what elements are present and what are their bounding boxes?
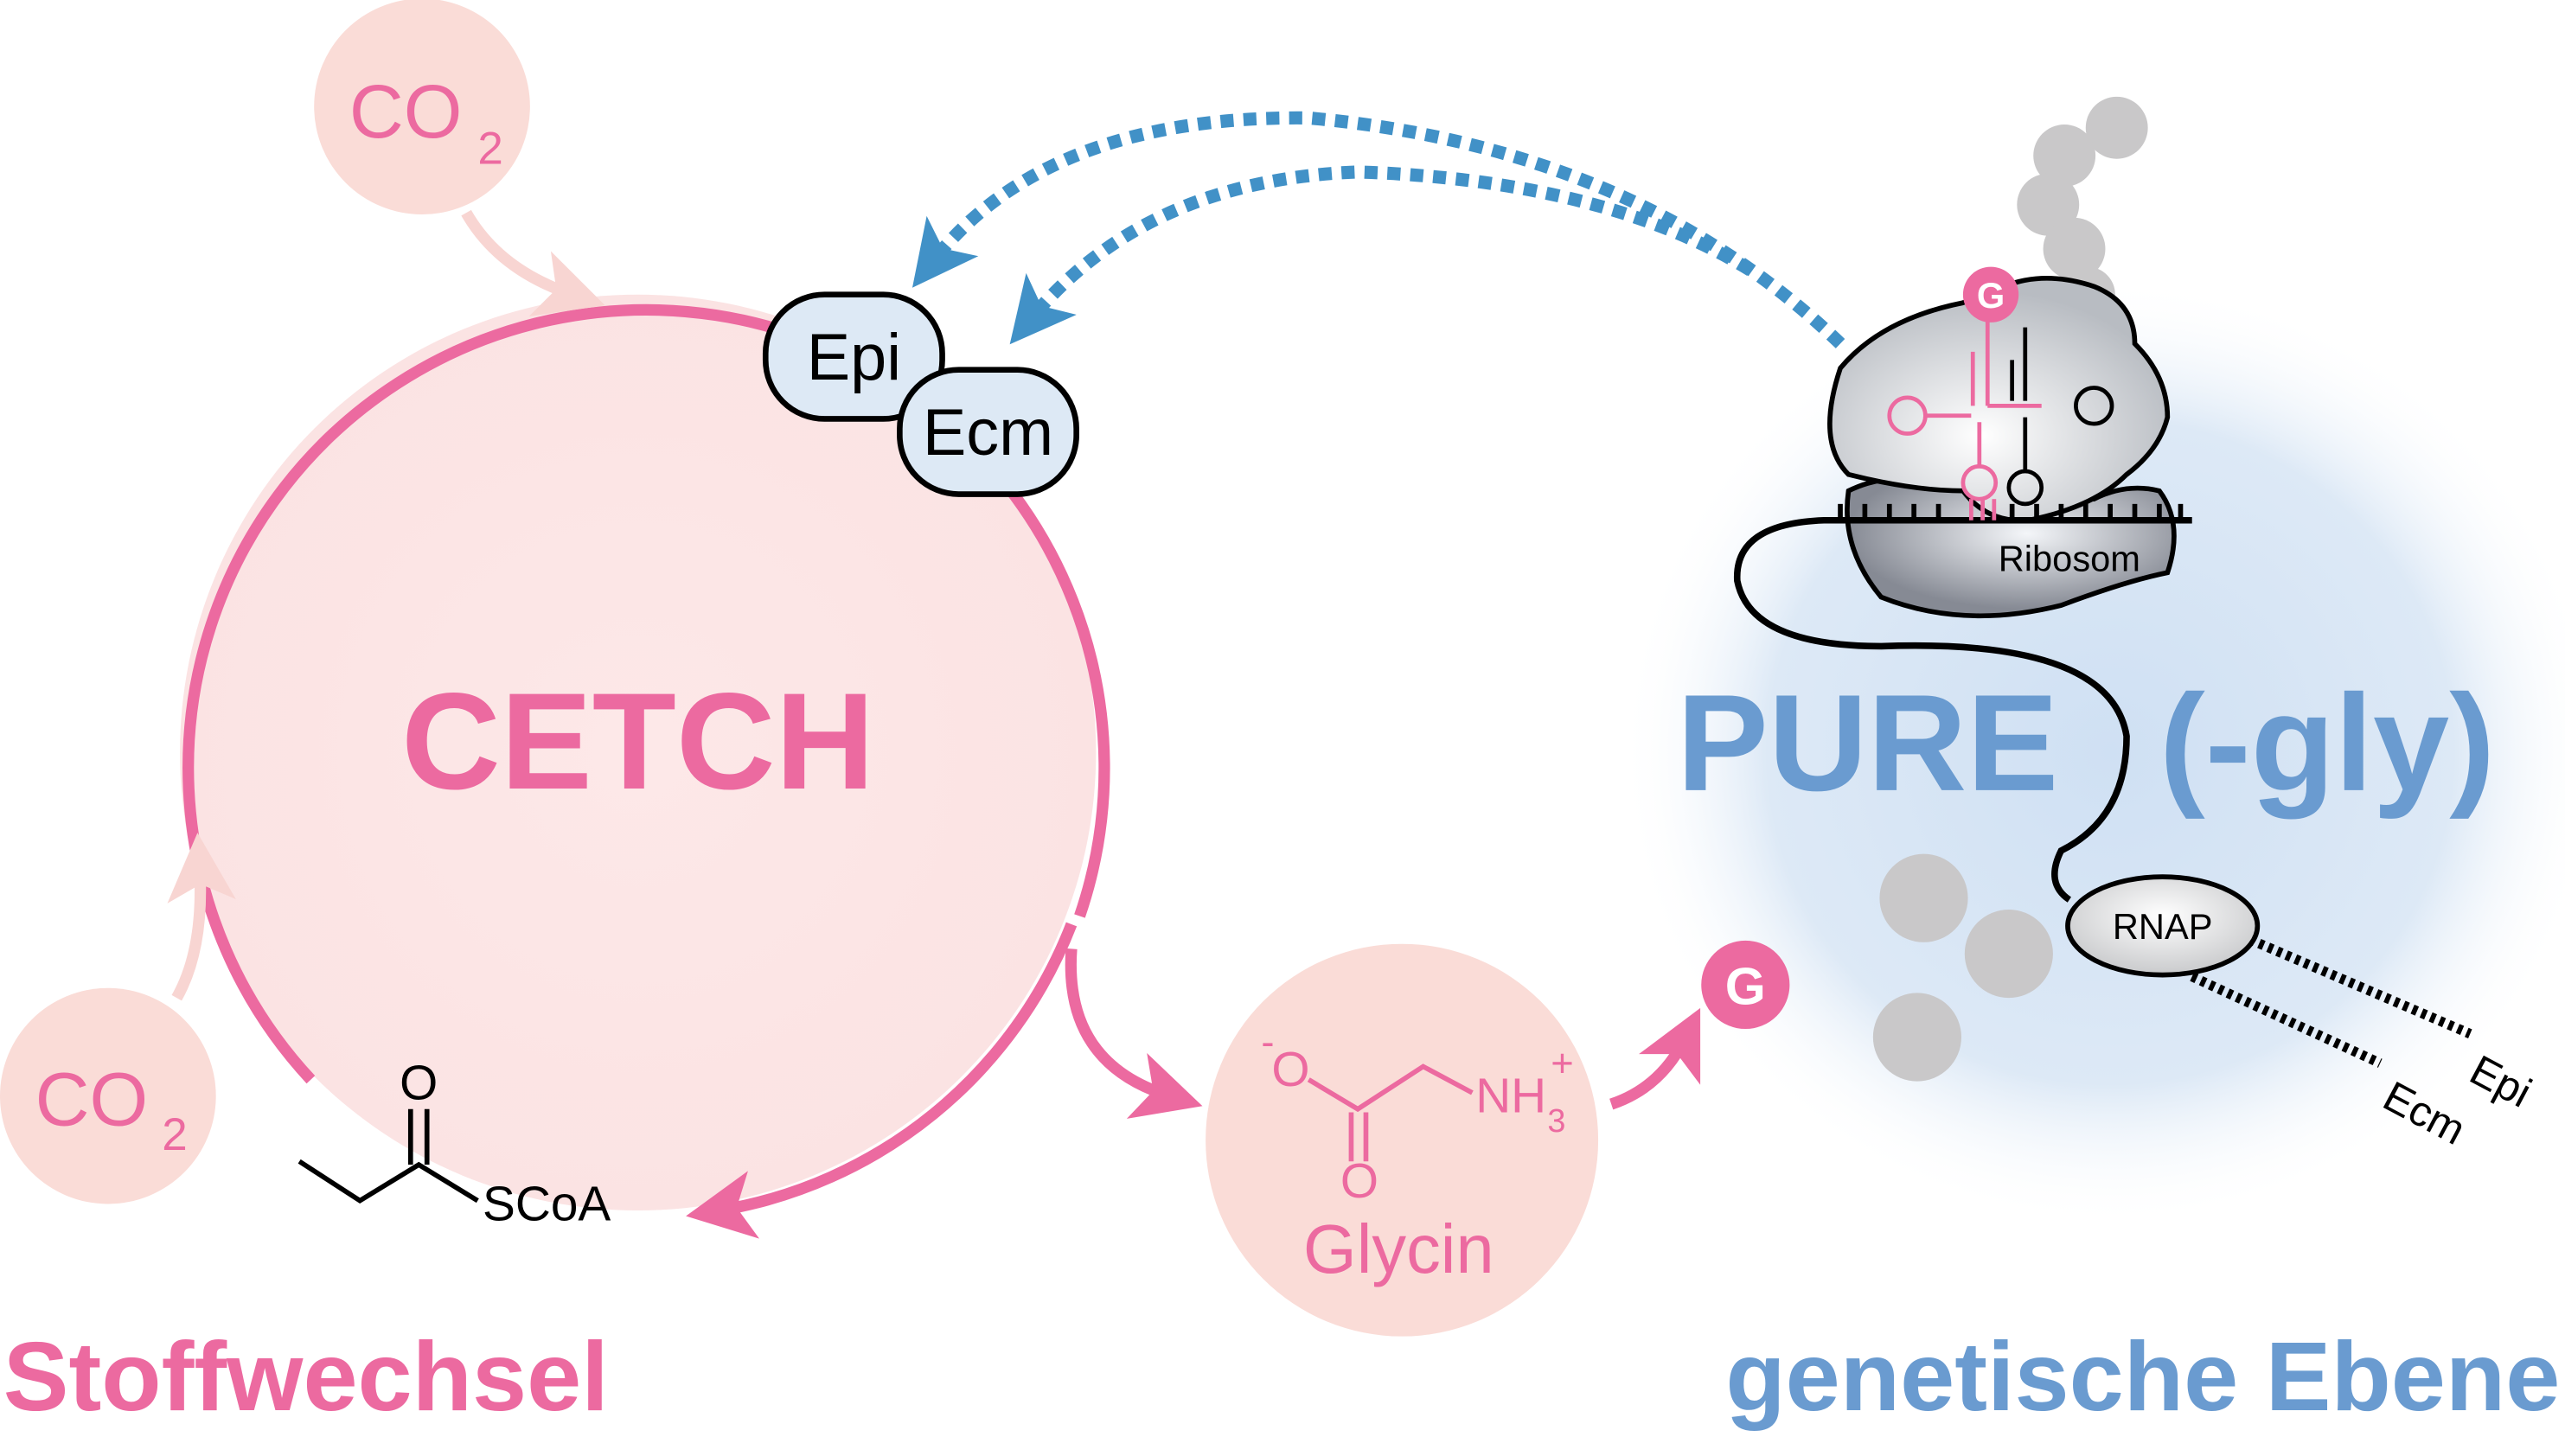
cetch-label: CETCH	[401, 664, 874, 818]
svg-text:Ecm: Ecm	[923, 397, 1053, 469]
svg-text:RNAP: RNAP	[2113, 906, 2213, 947]
trna-black	[2006, 327, 2114, 507]
trna-badge: G	[1962, 266, 2019, 322]
svg-text:O: O	[400, 1056, 438, 1110]
enzyme-epi: Epi	[762, 291, 945, 422]
glycine-label: Glycin	[1303, 1210, 1494, 1287]
svg-text:+: +	[1551, 1041, 1574, 1085]
rnap: RNAP	[2065, 874, 2261, 978]
amino-acid-dots	[1872, 853, 2053, 1082]
svg-text:2: 2	[477, 123, 502, 174]
svg-text:CO: CO	[35, 1058, 149, 1142]
svg-text:SCoA: SCoA	[483, 1177, 611, 1231]
svg-text:O: O	[1271, 1043, 1309, 1097]
peptide-chain	[2017, 96, 2148, 322]
glycine-badge: G	[1701, 940, 1790, 1030]
svg-text:G: G	[1977, 275, 2005, 316]
cetch-cycle: CETCH	[180, 294, 1110, 1239]
enzyme-ecm: Ecm	[897, 367, 1079, 497]
co2-bottom-arrow	[167, 833, 236, 1001]
svg-text:CO: CO	[349, 70, 463, 154]
co2-top-arrow	[461, 209, 605, 316]
feedback-arrow-epi	[912, 111, 1845, 348]
glycine-to-g-arrow	[1609, 1007, 1701, 1110]
pure-label: PURE	[1677, 666, 2058, 820]
dna-genes	[2190, 931, 2472, 1068]
glycine-out-arrow	[1065, 948, 1203, 1119]
ribosome-label: Ribosom	[1999, 538, 2140, 578]
trna-pink	[1887, 310, 2042, 520]
co2-top: CO 2	[314, 0, 605, 316]
cycle-return-arrow	[686, 922, 1078, 1239]
pure-suffix: (-gly)	[2159, 666, 2495, 820]
svg-text:-: -	[1261, 1019, 1274, 1063]
ribosome: G Ribosom	[1734, 266, 2192, 903]
svg-text:NH: NH	[1475, 1070, 1546, 1124]
propionyl-coa-structure: O SCoA	[297, 1056, 611, 1231]
svg-text:Epi: Epi	[807, 322, 901, 394]
section-label-stoffwechsel: Stoffwechsel	[3, 1322, 609, 1432]
svg-text:O: O	[1340, 1154, 1378, 1209]
svg-text:3: 3	[1547, 1103, 1565, 1140]
co2-bottom: CO 2	[0, 833, 236, 1204]
feedback-arrow-ecm	[1009, 165, 1754, 345]
svg-text:2: 2	[162, 1109, 187, 1160]
glycine: O - O NH 3 + Glycin	[1065, 943, 1701, 1337]
mrna-strand	[1734, 516, 2192, 903]
section-label-genetische-ebene: genetische Ebene	[1725, 1322, 2560, 1432]
svg-text:G: G	[1725, 957, 1766, 1016]
